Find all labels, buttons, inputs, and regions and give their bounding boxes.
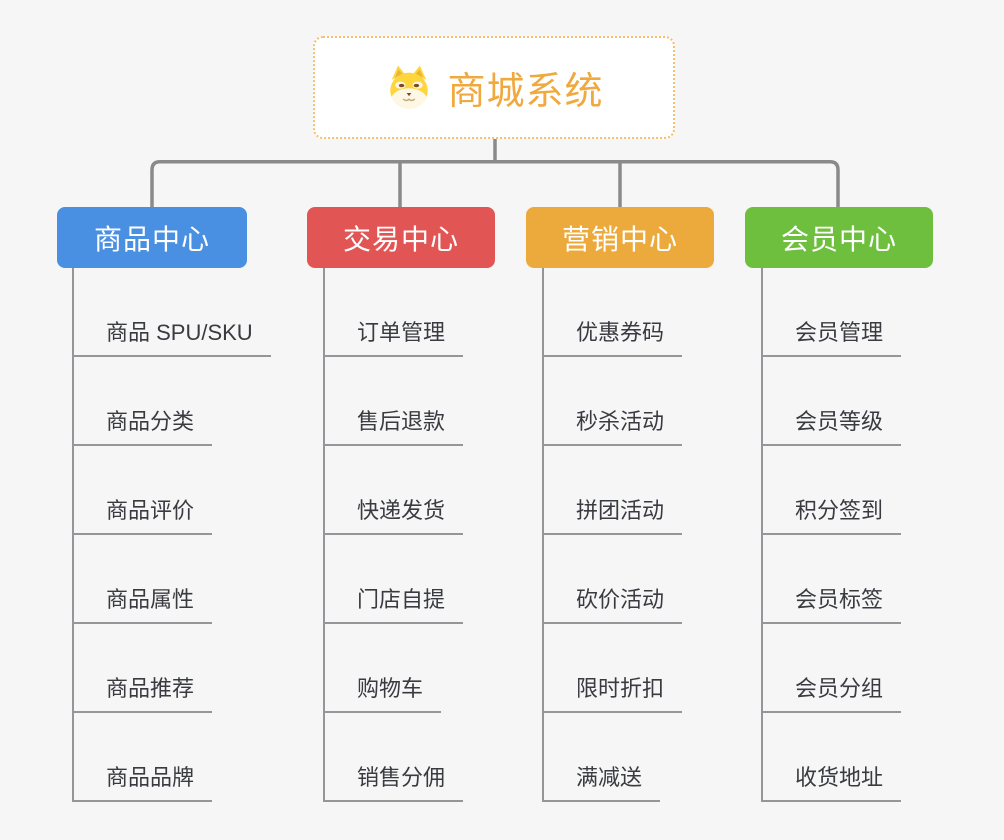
root-title: 商城系统 <box>447 71 604 113</box>
leaf-node[interactable]: 优惠券码 <box>542 317 683 357</box>
leaf-node[interactable]: 商品 SPU/SKU <box>72 317 271 357</box>
leaf-node[interactable]: 销售分佣 <box>323 762 464 802</box>
leaf-node[interactable]: 会员分组 <box>761 673 902 713</box>
leaf-node[interactable]: 商品评价 <box>72 495 213 535</box>
leaf-node[interactable]: 售后退款 <box>323 406 464 446</box>
leaf-node[interactable]: 商品推荐 <box>72 673 213 713</box>
leaf-node[interactable]: 满减送 <box>542 762 661 802</box>
leaf-node[interactable]: 收货地址 <box>761 762 902 802</box>
leaf-node[interactable]: 拼团活动 <box>542 495 683 535</box>
leaf-column-member: 会员管理 会员等级 积分签到 会员标签 会员分组 收货地址 <box>761 268 1004 802</box>
branch-label: 商品中心 <box>93 223 210 255</box>
leaf-column-trade: 订单管理 售后退款 快递发货 门店自提 购物车 销售分佣 <box>323 268 583 802</box>
leaf-node[interactable]: 订单管理 <box>323 317 464 357</box>
branch-node-member-center[interactable]: 会员中心 <box>745 207 933 268</box>
leaf-node[interactable]: 秒杀活动 <box>542 406 683 446</box>
leaf-node[interactable]: 商品品牌 <box>72 762 213 802</box>
bus-line <box>150 160 840 208</box>
leaf-column-marketing: 优惠券码 秒杀活动 拼团活动 砍价活动 限时折扣 满减送 <box>542 268 802 802</box>
leaf-node[interactable]: 会员标签 <box>761 584 902 624</box>
branch-label: 交易中心 <box>342 223 459 255</box>
leaf-node[interactable]: 门店自提 <box>323 584 464 624</box>
leaf-node[interactable]: 商品属性 <box>72 584 213 624</box>
leaf-column-product: 商品 SPU/SKU 商品分类 商品评价 商品属性 商品推荐 商品品牌 <box>72 268 332 802</box>
leaf-node[interactable]: 砍价活动 <box>542 584 683 624</box>
shiba-dog-icon <box>390 65 429 109</box>
leaf-node[interactable]: 快递发货 <box>323 495 464 535</box>
branch-node-marketing-center[interactable]: 营销中心 <box>526 207 714 268</box>
leaf-node[interactable]: 购物车 <box>323 673 442 713</box>
branch-node-product-center[interactable]: 商品中心 <box>57 207 247 268</box>
leaf-node[interactable]: 商品分类 <box>72 406 213 446</box>
leaf-node[interactable]: 会员等级 <box>761 406 902 446</box>
leaf-node[interactable]: 积分签到 <box>761 495 902 535</box>
root-node-mall-system[interactable]: 商城系统 <box>313 36 675 139</box>
leaf-node[interactable]: 限时折扣 <box>542 673 683 713</box>
branch-label: 会员中心 <box>780 223 897 255</box>
branch-label: 营销中心 <box>561 223 678 255</box>
branch-node-trade-center[interactable]: 交易中心 <box>307 207 495 268</box>
leaf-node[interactable]: 会员管理 <box>761 317 902 357</box>
